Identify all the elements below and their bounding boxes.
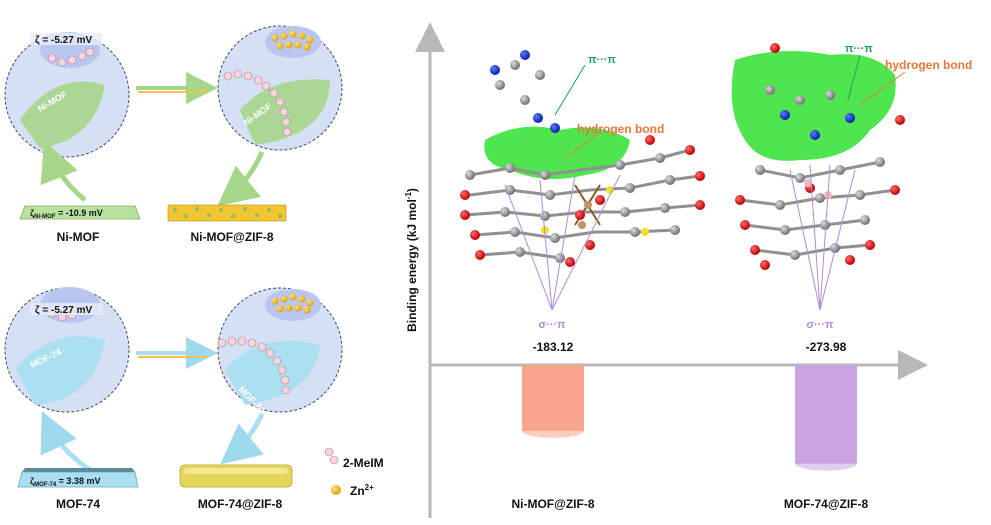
source-zeta-top: ζNi-MOF = -10.9 mV xyxy=(30,208,103,220)
arrow-top-down xyxy=(217,150,265,207)
left-molecular-structure: π···π hydrogen bond σ···π xyxy=(460,50,705,331)
left-isosurface xyxy=(484,126,630,179)
y-axis-label: Binding energy (kJ mol-1) xyxy=(404,188,419,332)
initial-zeta-bottom: ζ = -5.27 mV xyxy=(35,305,92,316)
arrow-bottom-down xyxy=(220,412,265,465)
right-molecular-structure: π···π hydrogen bond σ···π xyxy=(731,43,972,331)
zinc-ions xyxy=(271,30,314,51)
category-label-1: Ni-MOF@ZIF-8 xyxy=(511,497,594,511)
mof74-particle xyxy=(15,336,105,405)
ni-mof-particle xyxy=(20,81,105,148)
source-zeta-bottom: ζMOF-74 = 3.38 mV xyxy=(30,476,100,488)
source-label-top: Ni-MOF xyxy=(57,230,100,244)
product-texture xyxy=(173,207,282,218)
left-sigma-label: σ···π xyxy=(539,319,567,331)
arrow-top-up xyxy=(40,140,87,202)
ni-mof-zif8-slab xyxy=(167,204,287,222)
bottom-row-schematic: MOF-74 ζ = -5.27 mV MOF-74 ζMOF-74 = 3.3… xyxy=(4,287,343,511)
arrow-bottom-up xyxy=(40,410,92,473)
product-label-top: Ni-MOF@ZIF-8 xyxy=(190,230,273,244)
bar-value-label-1: -183.12 xyxy=(533,340,574,354)
right-sigma-label: σ···π xyxy=(807,319,835,331)
right-isosurface xyxy=(731,51,896,161)
ligand-legend-icon xyxy=(324,447,339,465)
right-hbond-label: hydrogen bond xyxy=(885,58,972,72)
binding-energy-chart: Binding energy (kJ mol-1) -183.12Ni-MOF@… xyxy=(404,22,972,518)
zinc-legend-icon xyxy=(331,485,341,495)
zinc-legend-label: Zn2+ xyxy=(350,483,374,498)
bar-1 xyxy=(522,365,584,431)
bar-cap-1 xyxy=(522,423,584,438)
initial-zeta-top: ζ = -5.27 mV xyxy=(35,35,92,46)
ligand-molecules xyxy=(47,47,95,67)
bar-value-label-2: -273.98 xyxy=(806,340,847,354)
bar-cap-2 xyxy=(795,456,857,471)
source-label-bottom: MOF-74 xyxy=(56,497,100,511)
legend: 2-MeIM Zn2+ xyxy=(324,447,384,498)
left-pi-label: π···π xyxy=(588,54,616,66)
top-row-schematic: Ni-MOF ζ = -5.27 mV Ni-MOF ζNi-MOF = -10… xyxy=(4,25,343,244)
left-hbond-label: hydrogen bond xyxy=(577,122,664,136)
bar-2 xyxy=(795,365,857,464)
product-label-bottom: MOF-74@ZIF-8 xyxy=(198,497,283,511)
ligand-legend-label: 2-MeIM xyxy=(343,456,384,470)
right-pi-label: π···π xyxy=(845,43,873,55)
category-label-2: MOF-74@ZIF-8 xyxy=(784,497,869,511)
ni-mof-slab xyxy=(19,205,141,220)
